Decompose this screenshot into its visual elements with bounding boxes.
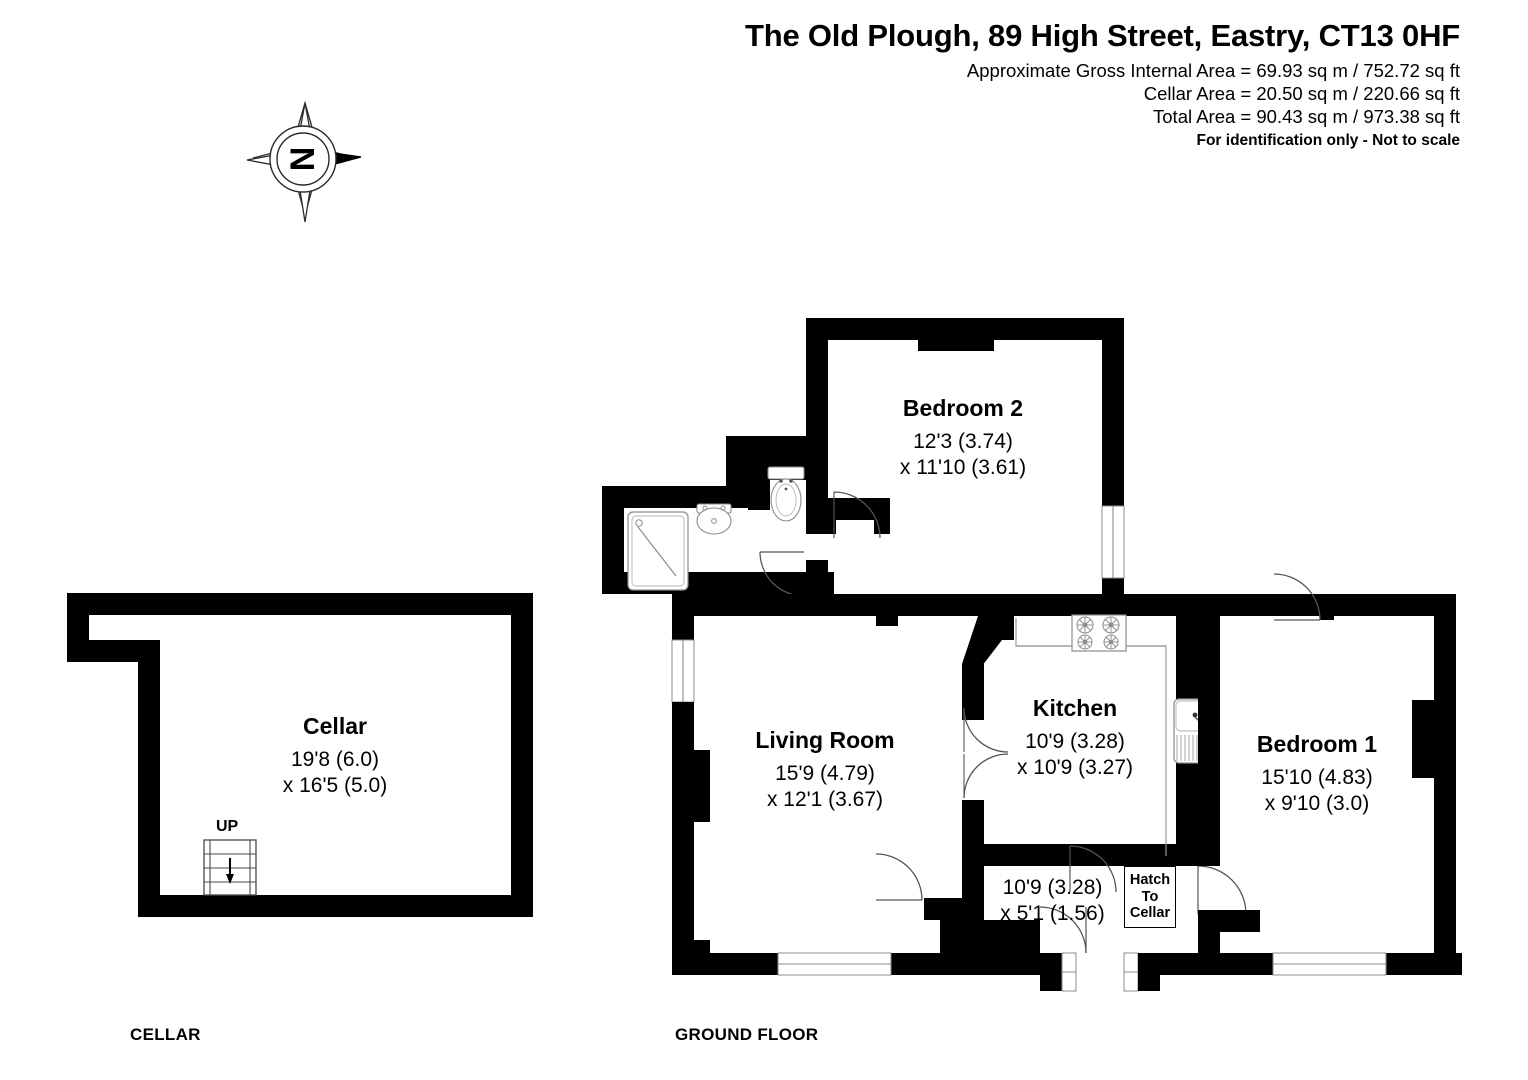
cellar-area-text: Cellar Area = 20.50 sq m / 220.66 sq ft bbox=[1143, 83, 1460, 104]
page-title: The Old Plough, 89 High Street, Eastry, … bbox=[744, 18, 1460, 53]
entrance-porch bbox=[1039, 906, 1160, 992]
cellar-stairs bbox=[203, 839, 257, 896]
hallway-dim-secondary: x 5'1 (1.56) bbox=[1000, 901, 1105, 925]
room-label-cellar: Cellar 19'8 (6.0) x 16'5 (5.0) bbox=[190, 712, 480, 798]
room-label-living-room: Living Room 15'9 (4.79) x 12'1 (3.67) bbox=[680, 726, 970, 812]
door-swing-hall-bedroom1 bbox=[1197, 865, 1247, 915]
room-label-hallway: 10'9 (3.28) x 5'1 (1.56) bbox=[960, 875, 1145, 926]
bedroom1-dim-secondary: x 9'10 (3.0) bbox=[1264, 791, 1370, 815]
hob-cooktop-icon bbox=[1071, 614, 1127, 652]
hallway-dim-primary: 10'9 (3.28) bbox=[1002, 876, 1103, 899]
living-room-name: Living Room bbox=[755, 727, 895, 753]
stairs-up-label: UP bbox=[216, 818, 239, 835]
disclaimer-text: For identification only - Not to scale bbox=[1196, 132, 1460, 149]
kitchen-dim-primary: 10'9 (3.28) bbox=[1025, 730, 1125, 754]
bedroom2-name: Bedroom 2 bbox=[902, 395, 1024, 421]
cellar-dim-secondary: x 16'5 (5.0) bbox=[282, 773, 388, 797]
total-area-text: Total Area = 90.43 sq m / 973.38 sq ft bbox=[1153, 106, 1460, 127]
hatch-line-3: Cellar bbox=[1129, 905, 1171, 922]
cellar-plan bbox=[67, 593, 533, 917]
kitchen-name: Kitchen bbox=[1032, 695, 1118, 721]
svg-text:N: N bbox=[284, 147, 322, 172]
door-swing-bedroom1-top bbox=[1273, 573, 1321, 621]
window-bedroom1-bottom bbox=[1272, 952, 1387, 976]
cellar-name: Cellar bbox=[303, 713, 367, 739]
window-living-room-left bbox=[671, 639, 695, 703]
hatch-line-1: Hatch bbox=[1129, 872, 1171, 889]
bedroom1-dim-primary: 15'10 (4.83) bbox=[1261, 766, 1373, 790]
floor-label-cellar: CELLAR bbox=[130, 1025, 201, 1044]
bedroom1-name: Bedroom 1 bbox=[1256, 731, 1378, 757]
kitchen-dim-secondary: x 10'9 (3.27) bbox=[1016, 755, 1134, 779]
cellar-dim-primary: 19'8 (6.0) bbox=[290, 748, 380, 772]
window-bedroom2-right bbox=[1101, 505, 1125, 579]
window-living-room-bottom bbox=[777, 952, 892, 976]
ground-floor-walls bbox=[595, 310, 1465, 1000]
living-room-dim-primary: 15'9 (4.79) bbox=[775, 762, 875, 786]
hatch-to-cellar-label: Hatch To Cellar bbox=[1124, 866, 1176, 928]
sink-basin-icon bbox=[696, 503, 732, 535]
room-label-kitchen: Kitchen 10'9 (3.28) x 10'9 (3.27) bbox=[960, 694, 1190, 780]
floor-label-ground: GROUND FLOOR bbox=[675, 1025, 819, 1044]
hatch-line-2: To bbox=[1141, 888, 1159, 905]
room-label-bedroom2: Bedroom 2 12'3 (3.74) x 11'10 (3.61) bbox=[818, 394, 1108, 480]
door-swing-hall-living bbox=[875, 853, 923, 901]
toilet-icon bbox=[767, 466, 805, 522]
bedroom2-dim-secondary: x 11'10 (3.61) bbox=[899, 455, 1027, 479]
compass-rose-icon: N bbox=[246, 100, 362, 223]
door-swing-kitchen bbox=[1069, 845, 1117, 893]
shower-tray-icon bbox=[627, 511, 689, 591]
bedroom2-dim-primary: 12'3 (3.74) bbox=[913, 430, 1013, 454]
room-label-bedroom1: Bedroom 1 15'10 (4.83) x 9'10 (3.0) bbox=[1182, 730, 1452, 816]
gross-internal-area-text: Approximate Gross Internal Area = 69.93 … bbox=[966, 60, 1460, 81]
door-swing-bedroom2 bbox=[833, 491, 881, 539]
ground-floor-plan bbox=[595, 310, 1465, 1000]
door-swing-living-kitchen bbox=[963, 707, 1009, 799]
living-room-dim-secondary: x 12'1 (3.67) bbox=[766, 787, 884, 811]
